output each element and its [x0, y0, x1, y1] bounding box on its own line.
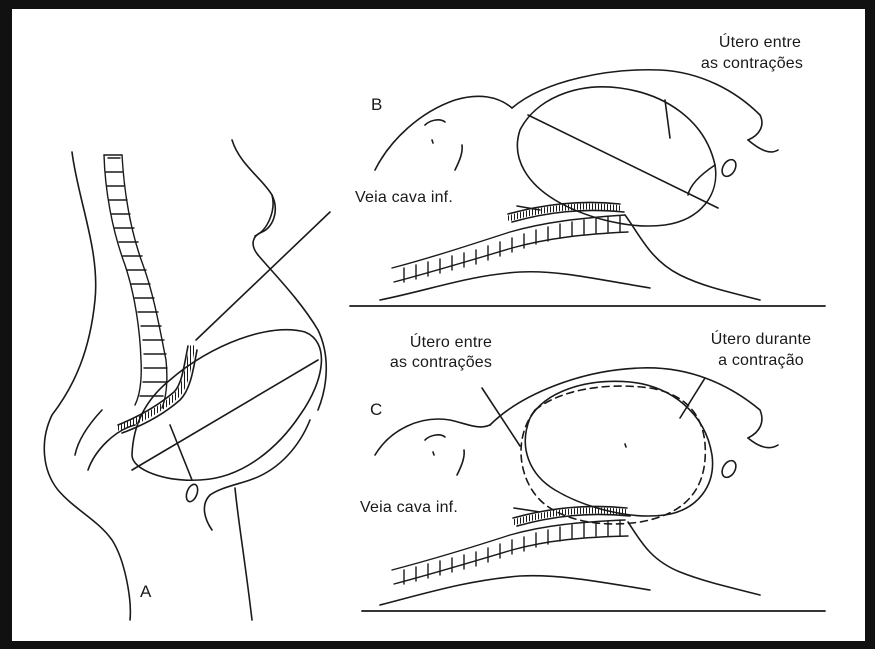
panel-c-uterus-during-line2: a contração — [696, 351, 826, 370]
panel-b-letter: B — [371, 95, 383, 114]
spine-b — [392, 215, 628, 282]
panel-b-vein-label: Veia cava inf. — [355, 188, 453, 207]
panel-a-drawing — [44, 140, 330, 620]
panel-a-letter: A — [140, 582, 152, 601]
panel-c-uterus-during-line1: Útero durante — [696, 330, 826, 349]
panel-c-vein-label: Veia cava inf. — [360, 498, 458, 517]
panel-c-drawing — [362, 368, 825, 611]
panel-c-uterus-between-line2: as contrações — [381, 353, 501, 372]
panel-b-uterus-label-line1: Útero entre — [700, 33, 820, 52]
panel-c-letter: C — [370, 400, 382, 419]
spine-c — [392, 520, 628, 584]
panel-c-uterus-between-line1: Útero entre — [391, 333, 511, 352]
spine-a — [104, 155, 167, 408]
panel-b-uterus-label-line2: as contrações — [692, 54, 812, 73]
